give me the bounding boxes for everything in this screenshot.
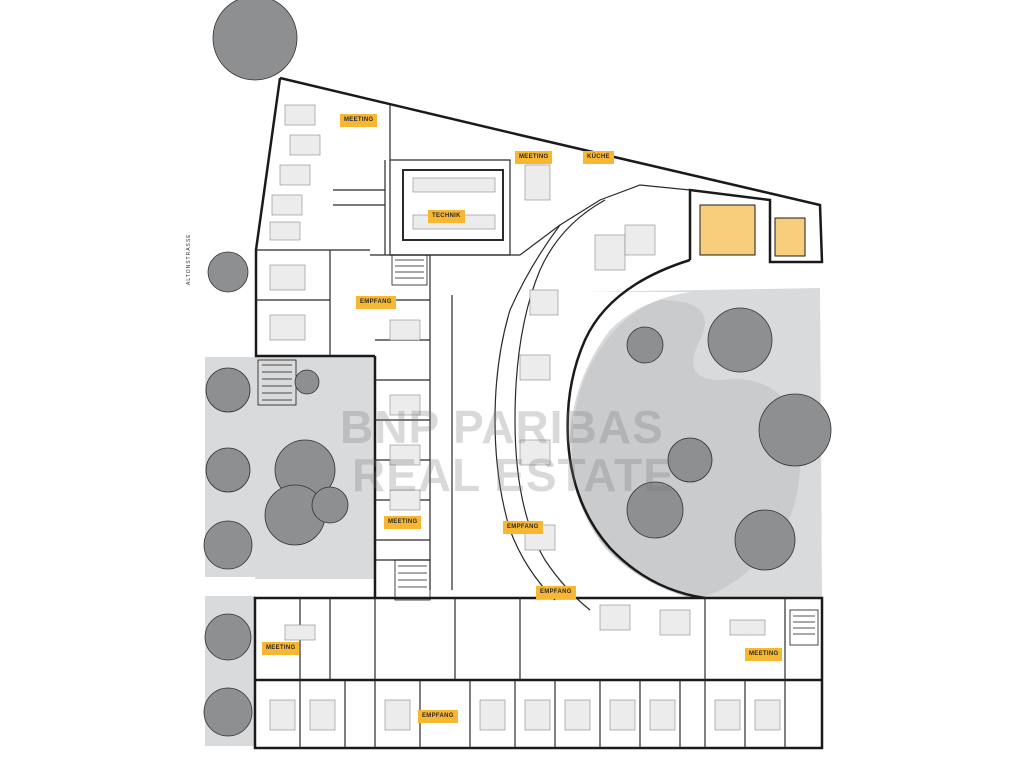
- watermark-line2: REAL ESTATE: [352, 449, 675, 501]
- label-meeting-center: MEETING: [384, 516, 422, 529]
- interior-walls: [256, 105, 786, 748]
- label-meeting-se: MEETING: [745, 648, 783, 661]
- label-technik: TECHNIK: [428, 210, 465, 223]
- building-walls: [253, 76, 824, 750]
- label-empfang-curve: EMPFANG: [503, 521, 543, 534]
- trees: [203, 0, 832, 737]
- label-meeting-nw: MEETING: [340, 114, 378, 127]
- label-kueche: KÜCHE: [583, 151, 614, 164]
- label-meeting-sw: MEETING: [262, 642, 300, 655]
- label-empfang-south: EMPFANG: [536, 586, 576, 599]
- label-empfang-w: EMPFANG: [356, 296, 396, 309]
- watermark-line1: BNP PARIBAS: [340, 401, 664, 453]
- furniture: [269, 104, 781, 731]
- label-empfang-bottom: EMPFANG: [418, 710, 458, 723]
- street-label: ALTONSTRASSE: [186, 233, 192, 285]
- highlighted-rooms: [699, 204, 806, 257]
- label-meeting-top: MEETING: [515, 151, 553, 164]
